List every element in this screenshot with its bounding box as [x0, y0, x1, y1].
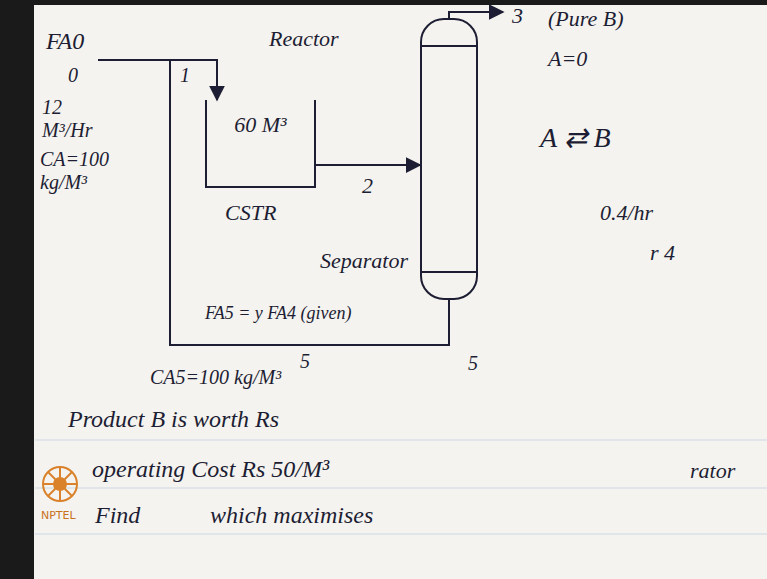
note-label: FA0 — [46, 28, 84, 56]
note-label: rator — [690, 458, 735, 483]
node-heading: CSTR — [225, 200, 276, 225]
product-line — [449, 12, 503, 18]
note-label: A=0 — [548, 46, 587, 71]
note-label: operating Cost Rs 50/M³ — [92, 456, 329, 484]
note-label: 1 — [180, 64, 190, 87]
node-heading: Separator — [320, 248, 408, 273]
top-border — [0, 0, 767, 5]
note-label: 3 — [512, 3, 523, 28]
note-label: 0 — [68, 64, 78, 87]
column-tray — [420, 271, 478, 273]
left-border — [0, 0, 34, 579]
column-tray — [420, 45, 478, 47]
note-label: (Pure B) — [548, 6, 624, 31]
note-label: Find — [95, 502, 140, 530]
note-label: 5 — [300, 350, 310, 373]
note-label: r 4 — [650, 240, 675, 265]
note-label: Product B is worth Rs — [68, 406, 279, 434]
recycle-stream — [170, 60, 449, 345]
node-text: 60 M³ — [207, 112, 314, 137]
nptel-logo — [43, 467, 77, 501]
note-label: 5 — [468, 352, 478, 375]
watermark: NPTEL — [41, 510, 76, 523]
note-label: CA=100 kg/M³ — [40, 148, 112, 194]
feed-line — [98, 59, 170, 61]
node-heading: Reactor — [269, 26, 339, 51]
note-label: CA5=100 kg/M³ — [150, 366, 281, 389]
note-label: FA5 = y FA4 (given) — [205, 303, 351, 324]
note-label: 0.4/hr — [600, 200, 653, 225]
reactor-vessel: Reactor60 M³CSTR — [205, 100, 316, 188]
ruled-lines — [35, 440, 767, 534]
note-label: which maximises — [210, 502, 373, 530]
note-label: 12 M³/Hr — [42, 96, 112, 142]
process-stream — [316, 164, 420, 166]
separator-column: Separator — [420, 18, 478, 300]
stream-number: 2 — [362, 173, 373, 198]
note-label: A ⇄ B — [540, 122, 611, 154]
